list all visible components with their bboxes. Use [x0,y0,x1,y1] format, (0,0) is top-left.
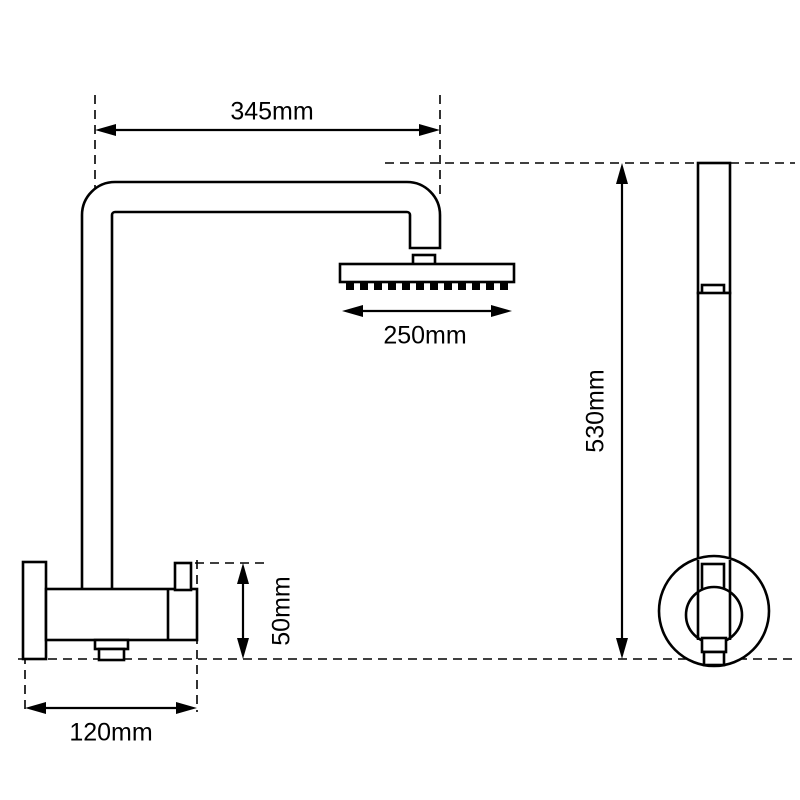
dimension-total-height: 530mm [582,163,628,659]
dimension-valve-height: 50mm [237,563,296,659]
wall-mounting-plate [21,560,48,661]
riser-tube-upper [696,161,732,295]
arrow-top-50 [237,563,249,584]
dim-label-valve-height: 50mm [268,576,296,645]
dim-label-head-width: 250mm [383,322,466,350]
riser-tube-lower [696,291,732,605]
valve-outlet-collar [93,638,130,651]
valve-body [44,587,199,642]
dimension-arm-reach: 345mm [95,98,440,136]
gooseneck-arm-outline [80,180,442,594]
gooseneck-shower-arm [80,180,442,594]
dim-label-total-height: 530mm [582,369,610,452]
arrow-top-530 [616,163,628,184]
flange-outlet-spout [702,650,726,667]
shower-head-plate [338,262,516,284]
round-wall-flange [657,554,771,668]
valve-outlet-spout [97,647,126,662]
rain-shower-head [338,262,516,290]
flange-outlet-collar [700,636,728,654]
dim-label-valve-projection: 120mm [69,719,152,747]
arrow-right-120 [176,702,197,714]
arrow-left-120 [25,702,46,714]
arrow-left-250 [342,305,363,317]
arrow-left-345 [95,124,116,136]
shower-head-nozzles [346,282,508,290]
wall-mounted-mixer-valve [21,560,199,662]
valve-control-stub [173,561,193,592]
dimension-head-width: 250mm [342,305,512,350]
dim-label-arm-reach: 345mm [230,98,313,126]
arrow-bottom-530 [616,638,628,659]
dimension-valve-projection: 120mm [25,702,197,747]
flange-valve-ball [684,585,744,645]
front-elevation-riser [696,161,732,605]
arrow-bottom-50 [237,638,249,659]
arrow-right-250 [491,305,512,317]
arrow-right-345 [419,124,440,136]
